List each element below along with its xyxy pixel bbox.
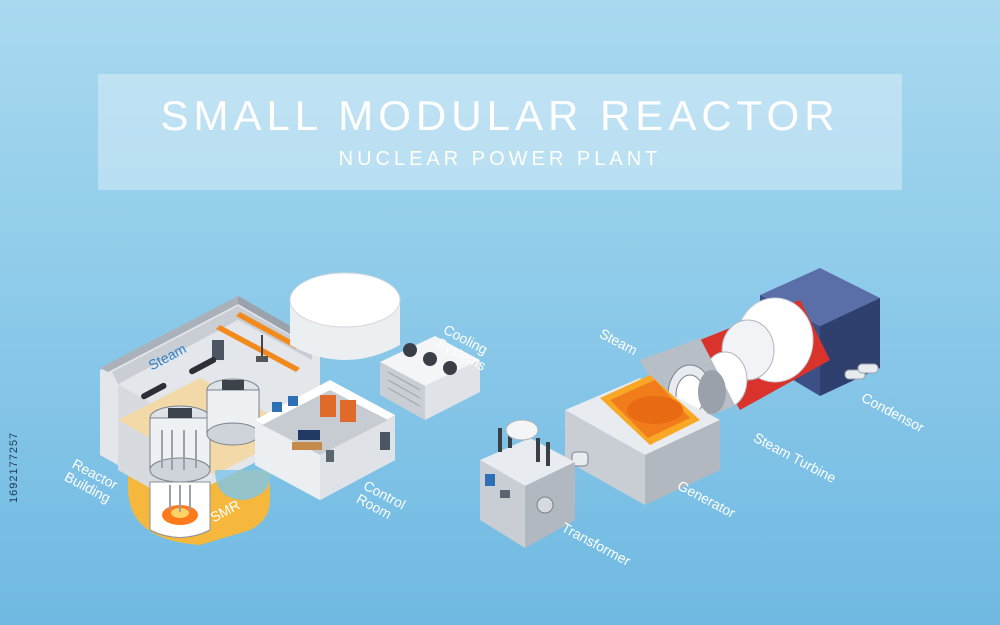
steam-turbine — [640, 297, 830, 430]
reactor-vessel-2 — [206, 378, 260, 446]
steam-pipe-left — [141, 382, 167, 400]
generator — [565, 375, 720, 505]
cooling-unit — [380, 336, 480, 420]
control-building — [255, 380, 395, 500]
title-banner: SMALL MODULAR REACTOR NUCLEAR POWER PLAN… — [98, 74, 902, 190]
page-subtitle: NUCLEAR POWER PLANT — [338, 148, 662, 170]
overhead-crane — [216, 325, 300, 372]
page-title: SMALL MODULAR REACTOR — [160, 92, 840, 139]
water-pool — [215, 470, 272, 500]
cooling-water-tank — [289, 272, 401, 360]
stock-id: 1692177257 — [8, 431, 20, 503]
transformer — [480, 419, 575, 548]
back-door — [212, 340, 224, 360]
reactor-vessel-1 — [149, 405, 211, 483]
